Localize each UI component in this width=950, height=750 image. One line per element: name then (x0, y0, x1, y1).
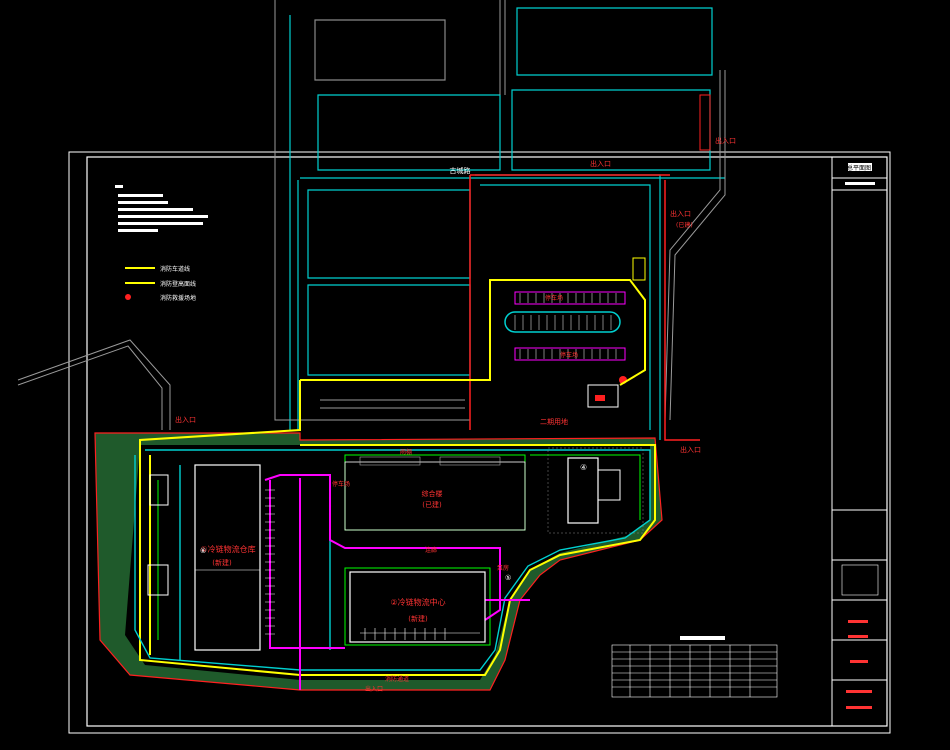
existing-roads (17, 0, 726, 430)
legend-item-0: 消防车道线 (160, 265, 190, 273)
property-boundary (469, 94, 711, 441)
building-3-name: 综合楼 (422, 489, 443, 498)
building-3-sub: (已建) (422, 500, 442, 509)
corridor-label: 连廊 (425, 546, 437, 554)
title-block-project: 总平面图 (847, 164, 871, 172)
south-label-1: 消防通道 (385, 675, 409, 683)
east-side-label: 出入口 (680, 445, 701, 454)
building-1: ①冷链物流仓库 (新建) (194, 464, 275, 651)
small-building-a (147, 564, 169, 596)
north-road-network (289, 7, 725, 440)
stats-table (611, 644, 778, 698)
building-4: ④ (547, 447, 644, 534)
building-1-sub: (新建) (212, 558, 232, 567)
south-label-2: 出入口 (365, 685, 383, 693)
east-gate-2-label: 出入口 (670, 209, 691, 218)
building-5-mark: ⑤ (505, 574, 511, 582)
north-road-label: 古城路 (450, 166, 471, 175)
legend-item-2: 消防救援场地 (160, 294, 196, 302)
building-2-sub: (新建) (408, 614, 428, 623)
building-6-mark: ⑥ (200, 547, 206, 555)
building-3: 综合楼 (已建) (344, 456, 526, 531)
building-4-mark: ④ (580, 463, 587, 472)
north-parking-1-label: 停车场 (545, 294, 563, 302)
pump-label: 泵房 (497, 564, 509, 572)
center-note-label: 二期用地 (540, 417, 568, 426)
west-gate-label: 出入口 (175, 415, 196, 424)
parking-label: 停车场 (332, 480, 350, 488)
building-2: ②冷链物流中心 (新建) (349, 571, 486, 643)
north-gate-label: 出入口 (590, 159, 611, 168)
building-1-name: ①冷链物流仓库 (200, 544, 255, 554)
cyan-inner-road (134, 449, 651, 671)
small-building-b (149, 474, 169, 506)
building-2-name: ②冷链物流中心 (390, 597, 445, 607)
legend: 消防车道线 消防登高面线 消防救援场地 (115, 185, 208, 302)
stats-table-title (680, 636, 725, 640)
north-parking-2-label: 停车场 (560, 351, 578, 359)
title-block: 总平面图 (831, 156, 888, 727)
magenta-corridor (264, 474, 530, 690)
east-gate-1-label: 出入口 (715, 136, 736, 145)
outer-frame (68, 151, 891, 734)
legend-item-1: 消防登高面线 (160, 280, 196, 288)
shed-label: 雨棚 (400, 448, 412, 456)
east-gate-2-sub: (已建) (676, 221, 693, 229)
